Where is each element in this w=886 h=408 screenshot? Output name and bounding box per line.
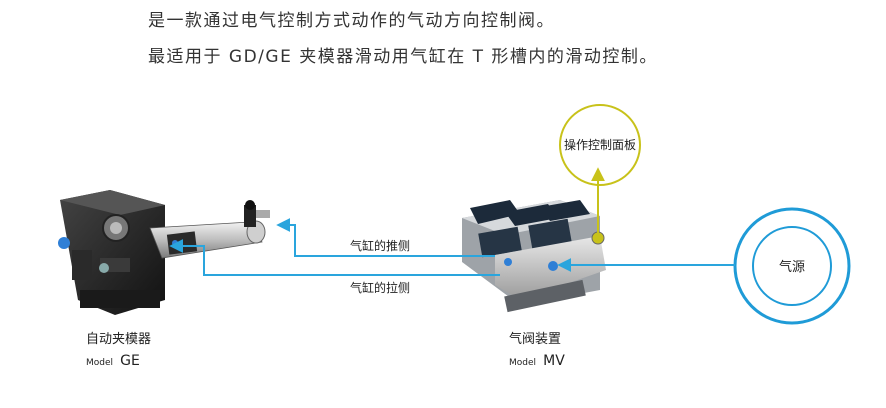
intro-text: 是一款通过电气控制方式动作的气动方向控制阀。 最适用于 GD/GE 夹模器滑动用… xyxy=(148,10,658,82)
valve-model: Model MV xyxy=(509,350,565,369)
intro-line-1: 是一款通过电气控制方式动作的气动方向控制阀。 xyxy=(148,11,555,31)
pull-side-line xyxy=(169,239,500,276)
valve-unit-image xyxy=(462,200,606,313)
valve-model-prefix: Model xyxy=(509,358,536,368)
push-side-line xyxy=(276,218,495,257)
valve-model-code: MV xyxy=(543,353,565,369)
valve-name: 气阀装置 xyxy=(509,331,561,347)
auto-clamp-image xyxy=(58,190,270,315)
push-side-label: 气缸的推侧 xyxy=(350,238,410,253)
control-panel-label: 操作控制面板 xyxy=(564,137,636,152)
control-panel-circle xyxy=(559,104,641,186)
air-source-label: 气源 xyxy=(779,259,805,275)
clamp-name: 自动夹模器 xyxy=(86,332,151,347)
clamp-model-prefix: Model xyxy=(86,358,113,368)
clamp-model: Model GE xyxy=(86,350,140,369)
pull-side-label: 气缸的拉侧 xyxy=(350,280,410,295)
intro-line-2: 最适用于 GD/GE 夹模器滑动用气缸在 T 形槽内的滑动控制。 xyxy=(148,47,658,67)
clamp-model-code: GE xyxy=(120,353,140,369)
